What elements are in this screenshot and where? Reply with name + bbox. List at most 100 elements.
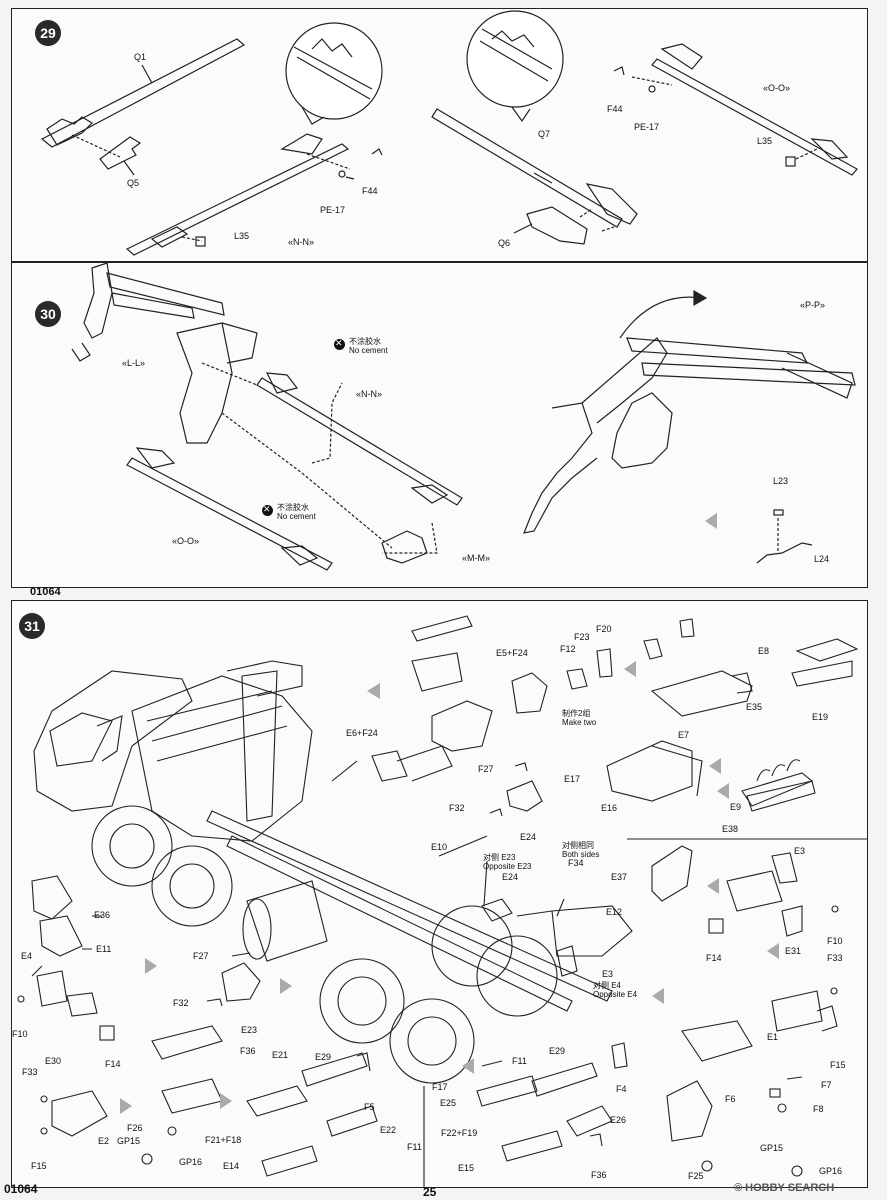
label-e7: E7	[678, 730, 690, 740]
label-e29-right: E29	[549, 1046, 566, 1056]
label-e16: E16	[601, 803, 618, 813]
label-f6: F6	[725, 1094, 736, 1104]
label-e30: E30	[45, 1056, 62, 1066]
both-sides-cn: 对侧相同	[562, 841, 594, 850]
opposite-e23-cn: 对侧 E23	[483, 853, 516, 862]
label-e4: E4	[21, 951, 33, 961]
label-e3-right: E3	[794, 846, 806, 856]
label-gp16-right: GP16	[819, 1166, 843, 1176]
opposite-e23-en: Opposite E23	[483, 862, 532, 872]
label-q7: Q7	[538, 129, 551, 139]
label-e14: E14	[223, 1161, 240, 1171]
label-e26: E26	[610, 1115, 627, 1125]
step-29-number: 29	[35, 20, 61, 46]
label-f27-upper: F27	[478, 764, 494, 774]
label-oo-view: «O-O»	[172, 536, 200, 546]
opposite-e4-note: 对侧 E4 Opposite E4	[593, 981, 637, 999]
label-e24-lower: E24	[502, 872, 519, 882]
label-f11-right: F11	[512, 1056, 527, 1066]
no-cement-note-2: 不涂胶水 No cement	[277, 503, 316, 521]
label-pe17-right: PE-17	[634, 122, 660, 132]
no-cement-cn-2: 不涂胶水	[277, 503, 309, 512]
label-e11: E11	[96, 944, 112, 954]
no-cement-note-1: 不涂胶水 No cement	[349, 337, 388, 355]
step-31-drawing	[17, 615, 867, 1187]
label-e8: E8	[758, 646, 770, 656]
make-two-en: Make two	[562, 718, 597, 728]
label-l23: L23	[773, 476, 789, 486]
page-number: 25	[423, 1185, 437, 1199]
no-cement-en-2: No cement	[277, 512, 316, 522]
label-f11-left: F11	[407, 1142, 422, 1152]
label-f33-left: F33	[22, 1067, 38, 1077]
label-f34: F34	[568, 858, 584, 868]
label-e22: E22	[380, 1125, 397, 1135]
label-f26: F26	[127, 1123, 143, 1133]
label-e19: E19	[812, 712, 829, 722]
label-l24: L24	[814, 554, 830, 564]
label-f15-right: F15	[830, 1060, 846, 1070]
label-f15-left: F15	[31, 1161, 47, 1171]
label-e15: E15	[458, 1163, 475, 1173]
label-e24-upper: E24	[520, 832, 537, 842]
label-f23: F23	[574, 632, 590, 642]
label-f44-left: F44	[362, 186, 378, 196]
label-f5: F5	[364, 1102, 375, 1112]
label-f32-lower: F32	[173, 998, 189, 1008]
label-e5f24: E5+F24	[496, 648, 528, 658]
label-e23: E23	[241, 1025, 258, 1035]
opposite-e4-en: Opposite E4	[593, 990, 638, 1000]
label-nn-view: «N-N»	[356, 389, 383, 399]
label-e2: E2	[98, 1136, 110, 1146]
label-f36-right: F36	[591, 1170, 607, 1180]
label-gp15-left: GP15	[117, 1136, 141, 1146]
label-f17: F17	[432, 1082, 448, 1092]
label-e25-lower: E25	[440, 1098, 457, 1108]
step-30-panel: 30	[11, 262, 868, 588]
label-q1: Q1	[134, 52, 147, 62]
label-pp-view: «P-P»	[800, 300, 826, 310]
label-e37: E37	[611, 872, 628, 882]
label-q5: Q5	[127, 178, 140, 188]
label-e36: E36	[94, 910, 111, 920]
label-f14-left: F14	[105, 1059, 121, 1069]
label-f10-left: F10	[12, 1029, 28, 1039]
label-e38: E38	[722, 824, 739, 834]
label-e29-left: E29	[315, 1052, 332, 1062]
label-f33-right: F33	[827, 953, 843, 963]
hobby-search-watermark: © HOBBY SEARCH	[734, 1182, 835, 1194]
label-e3-frame: E3	[602, 969, 614, 979]
no-cement-icon	[262, 504, 273, 516]
no-cement-icon	[334, 338, 345, 350]
label-e17: E17	[564, 774, 581, 784]
step-29-drawing	[40, 10, 858, 256]
label-f8: F8	[813, 1104, 824, 1114]
label-l35-right: L35	[757, 136, 773, 146]
label-f12: F12	[560, 644, 576, 654]
label-e21: E21	[272, 1050, 289, 1060]
label-pe17-left: PE-17	[320, 205, 346, 215]
label-ll-view: «L-L»	[122, 358, 146, 368]
label-mm-view: «M-M»	[462, 553, 491, 563]
label-gp15-right: GP15	[760, 1143, 784, 1153]
kit-code-bottom: 01064	[4, 1182, 38, 1196]
label-e31: E31	[785, 946, 802, 956]
label-f21f18: F21+F18	[205, 1135, 242, 1145]
label-f32-upper: F32	[449, 803, 465, 813]
label-f10-right: F10	[827, 936, 843, 946]
step-31-number: 31	[19, 613, 45, 639]
step-29-panel: 29	[11, 8, 868, 262]
label-f44-right: F44	[607, 104, 623, 114]
label-nn-view: «N-N»	[288, 237, 315, 247]
opposite-e23-note: 对侧 E23 Opposite E23	[483, 853, 531, 871]
label-e6f24: E6+F24	[346, 728, 378, 738]
label-f36-left: F36	[240, 1046, 256, 1056]
make-two-cn: 制作2组	[562, 709, 591, 718]
label-gp16-left: GP16	[179, 1157, 203, 1167]
label-f14-right: F14	[706, 953, 722, 963]
step-30-number: 30	[35, 301, 61, 327]
label-e9: E9	[730, 802, 742, 812]
kit-code-top: 01064	[30, 586, 61, 598]
no-cement-cn-1: 不涂胶水	[349, 337, 381, 346]
